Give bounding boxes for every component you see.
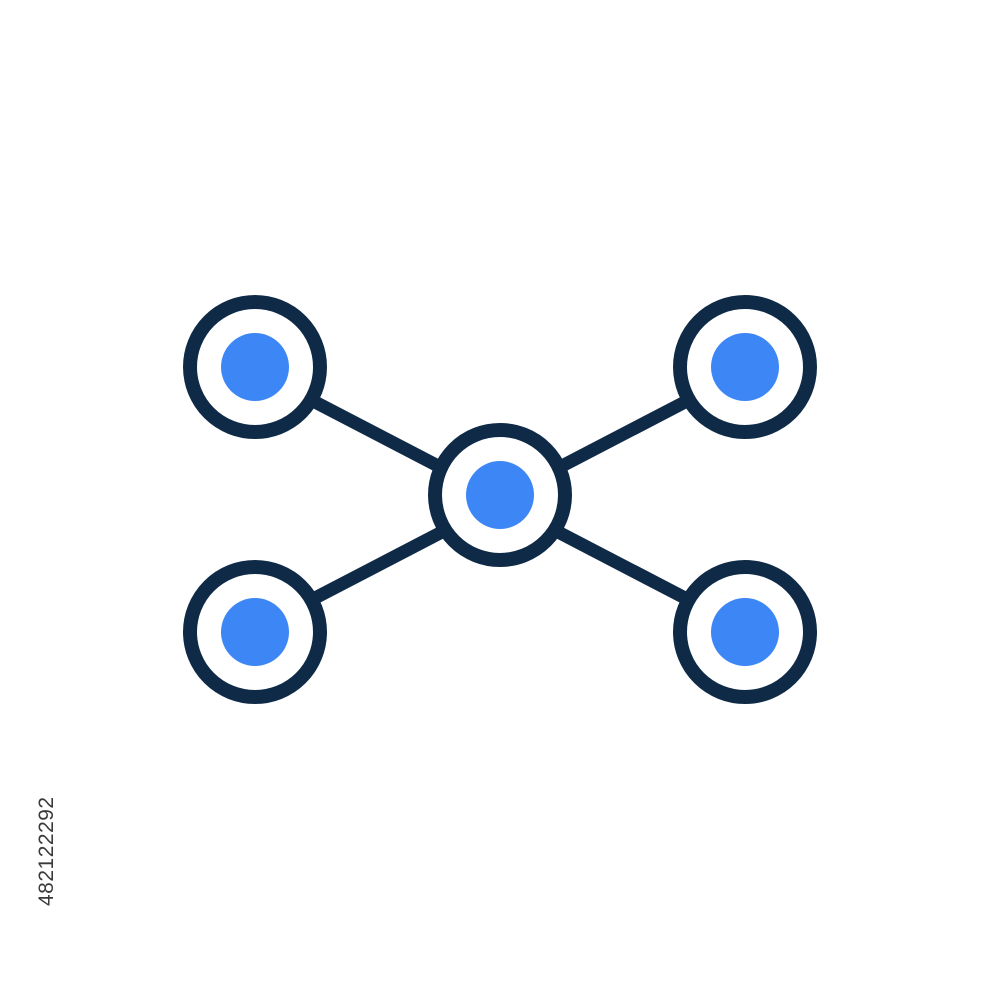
- connector-line-bottom-right: [553, 526, 692, 605]
- connector-line-bottom-left: [308, 526, 447, 605]
- connector-line-top-left: [308, 395, 447, 474]
- node-top-right: [673, 295, 817, 439]
- node-center: [428, 423, 572, 567]
- node-top-left: [183, 295, 327, 439]
- connector-line-top-right: [553, 395, 692, 474]
- stock-id-label: 482122292: [35, 796, 58, 906]
- node-bottom-left: [183, 560, 327, 704]
- node-bottom-right: [673, 560, 817, 704]
